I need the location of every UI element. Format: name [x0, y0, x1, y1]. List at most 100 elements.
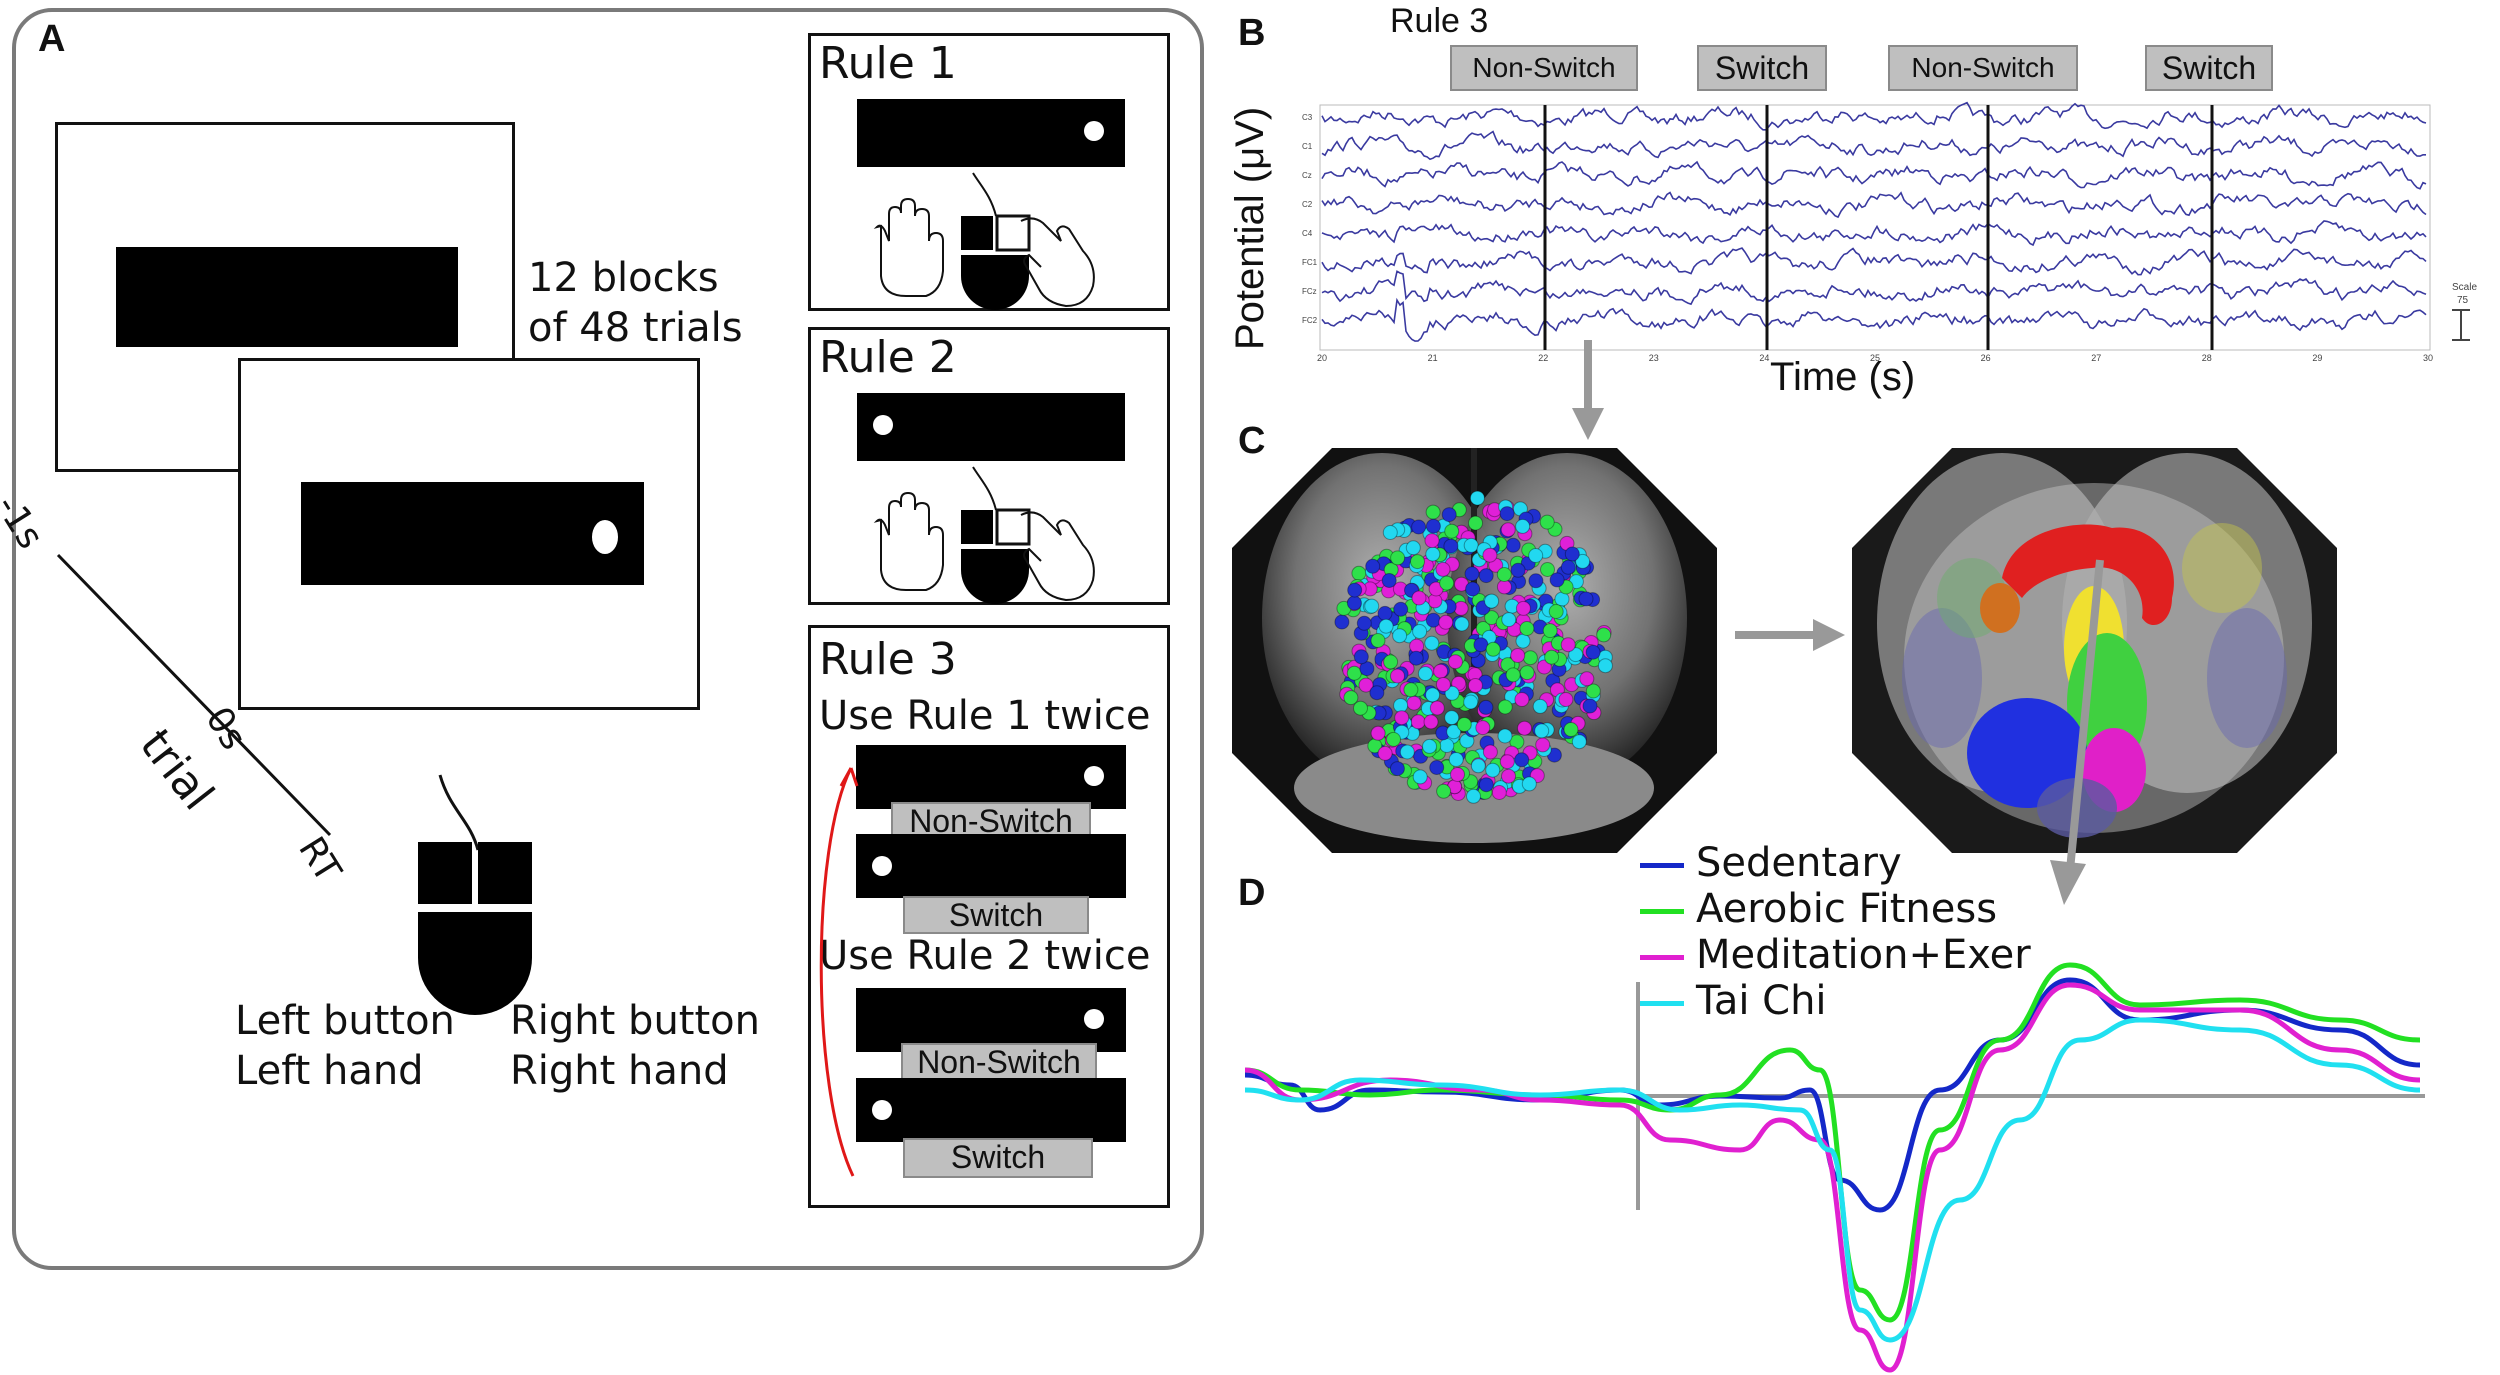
eeg-channel-trace: [1321, 297, 2427, 342]
dipole-sphere: [1465, 581, 1481, 597]
dipole-sphere: [1390, 550, 1406, 566]
legend-swatch: [1640, 862, 1684, 868]
dipole-sphere: [1423, 714, 1439, 730]
eeg-xtick-label: 28: [2202, 353, 2212, 363]
dipole-sphere: [1534, 723, 1550, 739]
dipole-sphere: [1563, 722, 1579, 737]
rule2-dot: [873, 415, 893, 435]
dipole-sphere: [1425, 504, 1441, 520]
dipole-sphere: [1596, 627, 1612, 643]
eeg-channel-label: Cz: [1302, 171, 1312, 180]
dipole-sphere: [1496, 567, 1512, 582]
erp-curves: [1244, 962, 2421, 1373]
rule2-title: Rule 2: [819, 332, 957, 383]
dipole-sphere: [1515, 633, 1531, 649]
erp-curve: [1244, 1017, 2421, 1343]
rule2-box: Rule 2: [808, 327, 1170, 605]
eeg-channel-label: C1: [1302, 142, 1313, 151]
legend-item: Aerobic Fitness: [1640, 886, 1997, 932]
arrow-c-to-clusters: [1735, 619, 1845, 651]
dipole-sphere: [1505, 667, 1521, 683]
dipole-sphere: [1536, 659, 1552, 675]
eeg-tag-2: Switch: [1697, 45, 1827, 91]
dipole-sphere: [1464, 566, 1480, 582]
dipole-sphere: [1542, 623, 1558, 639]
dipole-sphere: [1578, 591, 1594, 607]
dipole-sphere: [1522, 650, 1538, 666]
stimulus-dot: [592, 520, 618, 554]
legend-swatch: [1640, 908, 1684, 914]
dipole-sphere: [1444, 523, 1460, 539]
dipole-sphere: [1454, 616, 1470, 632]
legend-label: Aerobic Fitness: [1696, 886, 1998, 932]
dipole-sphere: [1425, 518, 1441, 534]
arrow-c-to-d: [2050, 559, 2104, 905]
dipole-sphere: [1463, 694, 1479, 710]
dipole-sphere: [1378, 618, 1394, 634]
brain-dipoles-image: [1232, 448, 1717, 853]
dipole-sphere: [1439, 738, 1455, 753]
stimulus-bar: [116, 247, 458, 347]
rule3-tag-switch-1: Switch: [903, 896, 1089, 934]
dipole-sphere: [1356, 615, 1372, 631]
dipole-sphere: [1585, 644, 1601, 660]
eeg-xtick-label: 24: [1759, 353, 1769, 363]
dipole-sphere: [1411, 590, 1427, 606]
dipole-sphere: [1405, 540, 1421, 556]
dipole-sphere: [1444, 685, 1460, 701]
dipole-sphere: [1377, 605, 1393, 621]
eeg-channel-trace: [1321, 130, 2426, 161]
rule3-use-rule1: Use Rule 1 twice: [819, 693, 1151, 739]
dipole-sphere: [1514, 752, 1530, 768]
dipole-sphere: [1381, 573, 1397, 588]
dipole-sphere: [1390, 668, 1405, 684]
dipole-sphere: [1450, 767, 1465, 782]
dipole-sphere: [1389, 761, 1405, 777]
dipole-sphere: [1429, 700, 1445, 716]
eeg-channel-label: C2: [1302, 200, 1313, 209]
erp-curve: [1244, 962, 2421, 1323]
dipole-sphere: [1359, 661, 1375, 677]
stimulus-screen-front: [238, 358, 700, 710]
dipole-sphere: [1539, 514, 1555, 530]
dipole-sphere: [1399, 744, 1415, 760]
left-hand-label: Left hand: [235, 1048, 424, 1094]
panel-label-c: C: [1238, 420, 1266, 462]
dipole-sphere: [1334, 614, 1350, 630]
dipole-sphere: [1484, 593, 1500, 609]
dipole-sphere: [1478, 777, 1494, 793]
rule3-repeat-arc: [819, 767, 859, 1177]
rule1-title: Rule 1: [819, 38, 957, 89]
rule1-bar: [857, 99, 1125, 167]
rule1-box: Rule 1: [808, 33, 1170, 311]
dipole-sphere: [1521, 776, 1537, 792]
dipole-sphere: [1444, 710, 1460, 726]
rule3-use-rule2: Use Rule 2 twice: [819, 933, 1151, 979]
eeg-xtick-label: 25: [1870, 353, 1880, 363]
mouse-icon: [418, 774, 532, 1015]
dipole-sphere: [1540, 562, 1555, 577]
eeg-ylabel: Potential (μV): [1228, 106, 1272, 350]
dipole-sphere: [1582, 698, 1598, 714]
rule3-bar-3: [856, 988, 1126, 1052]
eeg-tag-3: Non-Switch: [1888, 45, 2078, 91]
dipole-sphere: [1403, 682, 1419, 698]
dipole-sphere: [1528, 548, 1544, 563]
legend-item: Tai Chi: [1640, 978, 1827, 1024]
dipole-sphere: [1422, 738, 1437, 754]
dipole-sphere: [1351, 565, 1367, 581]
dipole-sphere: [1548, 604, 1564, 619]
dipole-sphere: [1497, 728, 1513, 744]
legend-label: Meditation+Exer: [1696, 932, 2031, 978]
dipole-sphere: [1515, 518, 1531, 534]
dipole-sphere: [1365, 558, 1381, 574]
eeg-xtick-label: 26: [1981, 353, 1991, 363]
panel-label-a: A: [38, 18, 66, 60]
dipole-sphere: [1439, 575, 1455, 591]
eeg-traces: [1321, 101, 2427, 342]
eeg-xtick-label: 21: [1428, 353, 1438, 363]
dipole-sphere: [1346, 595, 1362, 611]
eeg-xlabel: Time (s): [1770, 355, 1916, 399]
timeline-axis: [56, 553, 332, 837]
dipole-sphere: [1517, 720, 1532, 736]
